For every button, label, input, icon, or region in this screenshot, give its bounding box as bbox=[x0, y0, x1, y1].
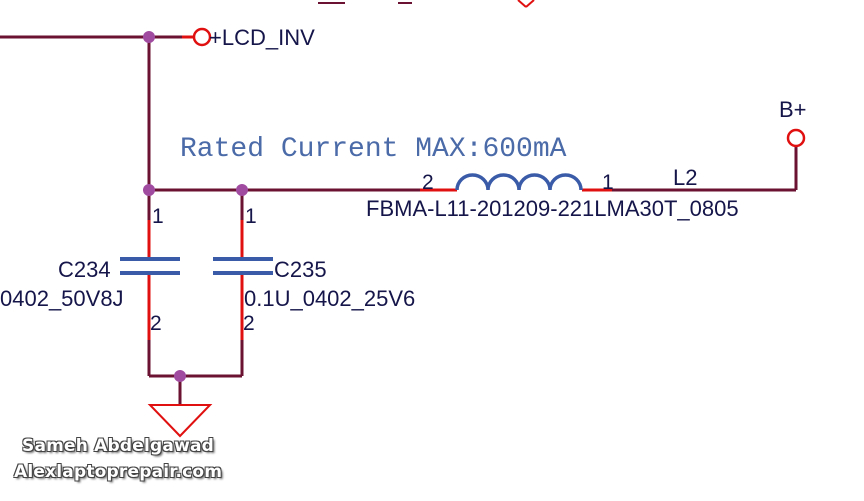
net-label-lcd-inv: +LCD_INV bbox=[209, 25, 315, 50]
lcd-inv-port-icon bbox=[192, 27, 212, 47]
c235-value-label: 0.1U_0402_25V6 bbox=[244, 286, 415, 311]
rated-current-note: Rated Current MAX:600mA bbox=[180, 134, 567, 165]
partial-symbol-top bbox=[517, 0, 527, 8]
c235-pin-bottom: 2 bbox=[243, 312, 255, 335]
junctions bbox=[143, 31, 248, 382]
junction-dot bbox=[174, 370, 186, 382]
l2-part-label: FBMA-L11-201209-221LMA30T_0805 bbox=[366, 196, 739, 221]
ground-icon bbox=[147, 404, 213, 438]
junction-dot bbox=[143, 184, 155, 196]
junction-dot bbox=[143, 31, 155, 43]
inductor-coil-icon bbox=[455, 173, 583, 191]
watermark-site: Alexlaptoprepair.com bbox=[14, 462, 223, 482]
wires bbox=[0, 35, 798, 405]
net-label-bplus: B+ bbox=[779, 97, 807, 122]
watermark-author: Sameh Abdelgawad bbox=[22, 436, 215, 456]
junction-dot bbox=[236, 184, 248, 196]
l2-pin-right: 1 bbox=[602, 171, 614, 194]
l2-ref-label: L2 bbox=[673, 165, 697, 190]
c234-pin-bottom: 2 bbox=[150, 312, 162, 335]
c235-ref-label: C235 bbox=[274, 257, 327, 282]
c234-pin-top: 1 bbox=[152, 205, 164, 228]
c235-pin-top: 1 bbox=[245, 205, 257, 228]
bplus-port-icon bbox=[786, 128, 806, 148]
capacitor-plates bbox=[120, 257, 273, 275]
partial-symbol-top-b bbox=[525, 0, 535, 8]
c234-value-label: 0402_50V8J bbox=[0, 286, 124, 311]
l2-pin-left: 2 bbox=[422, 171, 434, 194]
c234-ref-label: C234 bbox=[58, 257, 111, 282]
